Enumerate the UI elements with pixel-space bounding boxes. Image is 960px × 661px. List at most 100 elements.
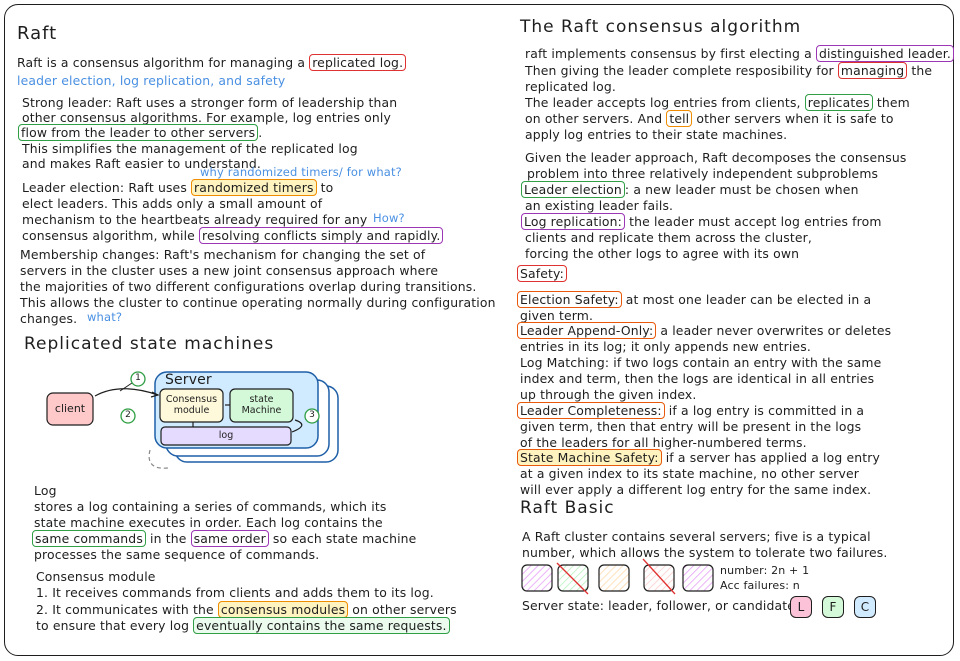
strong-leader-line1: Strong leader: Raft uses a stronger form…	[22, 95, 398, 110]
highlight-randomized-timers: randomized timers	[191, 179, 317, 196]
strong-leader-line5: and makes Raft easier to understand.	[22, 156, 261, 171]
log-matching-line1: Log Matching: if two logs contain an ent…	[520, 355, 882, 370]
leader-completeness-line3: of the leaders for all higher-numbered t…	[520, 435, 807, 450]
log-line2: state machine executes in order. Each lo…	[34, 515, 383, 530]
step-1-circle	[130, 371, 146, 387]
highlight-election-safety: Election Safety:	[517, 291, 622, 308]
log-box	[160, 426, 292, 446]
raft-subtitle: leader election, log replication, and sa…	[17, 73, 286, 88]
badge-leader: L	[790, 596, 812, 618]
log-matching-line3: up through the given index.	[520, 387, 697, 402]
highlight-leader-append-only: Leader Append-Only:	[517, 322, 657, 339]
step-3-label: 3	[309, 410, 315, 420]
p2-log-replication: Log replication: the leader must accept …	[521, 213, 882, 230]
highlight-leader-completeness: Leader Completeness:	[517, 402, 665, 419]
highlight-replicated-log: replicated log.	[309, 54, 407, 71]
link-badge-1	[119, 382, 133, 392]
basic-line1: A Raft cluster contains several servers;…	[522, 529, 871, 544]
question-how: How?	[373, 211, 405, 225]
p1-line1: raft implements consensus by first elect…	[525, 45, 954, 62]
safety-heading: Safety:	[517, 265, 567, 282]
formula-failures: Acc failures: n	[720, 579, 800, 592]
client-label: client	[54, 402, 86, 415]
highlight-distinguished-leader: distinguished leader.	[815, 45, 954, 62]
section-title-replicated-state-machines: Replicated state machines	[24, 334, 275, 354]
highlight-replicates: replicates	[804, 94, 873, 111]
server-square-3	[598, 564, 630, 592]
highlight-tell: tell	[666, 110, 693, 127]
leader-election-line3: mechanism to the heartbeats already requ…	[22, 212, 368, 227]
server-square-1	[521, 564, 553, 592]
server-label: Server	[165, 372, 212, 388]
log-line1: stores a log containing a series of comm…	[34, 499, 387, 514]
p2-leader-election: Leader election: a new leader must be ch…	[521, 181, 859, 198]
highlight-log-replication: Log replication:	[521, 213, 625, 230]
highlight-same-commands: same commands	[32, 530, 146, 547]
highlight-resolving-conflicts: resolving conflicts simply and rapidly.	[199, 227, 444, 244]
highlight-safety: Safety:	[517, 265, 567, 282]
p1-line6: apply log entries to their state machine…	[525, 127, 788, 142]
membership-line5: changes.	[20, 311, 78, 326]
formula-number: number: 2n + 1	[720, 564, 810, 577]
consensus-module-box	[159, 388, 224, 423]
log-line4: processes the same sequence of commands.	[34, 547, 320, 562]
highlight-consensus-modules: consensus modules	[217, 601, 349, 618]
highlight-flow-from-leader: flow from the leader to other servers	[18, 124, 259, 141]
log-heading: Log	[34, 483, 57, 498]
step-1-label: 1	[135, 373, 141, 383]
consensus-heading: Consensus module	[36, 569, 156, 584]
leader-completeness-line1: Leader Completeness: if a log entry is c…	[517, 402, 864, 419]
strong-leader-line4: This simplifies the management of the re…	[22, 141, 358, 156]
p2-log-replication-line3: forcing the other logs to agree with its…	[525, 246, 800, 261]
arrow-head-1	[150, 391, 160, 398]
failure-strike-2	[642, 558, 676, 595]
p2-log-replication-line2: clients and replicate them across the cl…	[525, 230, 812, 245]
membership-line3: the majorities of two different configur…	[20, 279, 477, 294]
p2-line1: Given the leader approach, Raft decompos…	[525, 150, 907, 165]
consensus-line2: 2. It communicates with the consensus mo…	[36, 601, 457, 618]
failure-strike-1	[556, 562, 589, 595]
state-machine-safety-line2: at a given index to its state machine, n…	[520, 466, 859, 481]
badge-candidate: C	[854, 596, 876, 618]
p1-line3: replicated log.	[525, 79, 616, 94]
leader-append-only-line1: Leader Append-Only: a leader never overw…	[517, 322, 891, 339]
basic-line2: number, which allows the system to toler…	[522, 545, 888, 560]
section-title-consensus-algorithm: The Raft consensus algorithm	[520, 17, 802, 37]
step-3-circle	[304, 408, 320, 424]
badge-follower: F	[822, 596, 844, 618]
highlight-leader-election: Leader election	[521, 181, 625, 198]
highlight-managing: managing	[837, 62, 908, 79]
question-what: what?	[87, 310, 123, 324]
highlight-same-order: same order	[190, 530, 269, 547]
highlight-state-machine-safety: State Machine Safety:	[517, 449, 662, 466]
step-2-label: 2	[125, 410, 131, 420]
p2-line2: problem into three relatively independen…	[527, 166, 879, 181]
consensus-line1: 1. It receives commands from clients and…	[36, 585, 434, 600]
client-box	[46, 392, 94, 426]
intro-text: Raft is a consensus algorithm for managi…	[17, 55, 310, 70]
membership-line1: Membership changes: Raft's mechanism for…	[20, 247, 426, 262]
leader-election-line4: consensus algorithm, while resolving con…	[22, 227, 444, 244]
log-line3: same commands in the same order so each …	[32, 530, 416, 547]
leader-completeness-line2: given term, then that entry will be pres…	[520, 419, 862, 434]
p1-line4: The leader accepts log entries from clie…	[525, 94, 910, 111]
section-title-raft-basic: Raft Basic	[520, 498, 615, 518]
log-matching-line2: index and term, then the logs are identi…	[520, 371, 875, 386]
raft-intro-line: Raft is a consensus algorithm for managi…	[17, 54, 407, 71]
strong-leader-line3: flow from the leader to other servers.	[18, 124, 262, 141]
arrow-dashed-return	[148, 449, 169, 469]
highlight-eventually-same-requests: eventually contains the same requests.	[193, 617, 450, 634]
arrow-log-to-state	[291, 419, 303, 433]
leader-election-line2: elect leaders. This adds only a small am…	[22, 196, 323, 211]
server-square-5	[682, 564, 714, 592]
canvas-frame	[4, 4, 954, 656]
p1-line2: Then giving the leader complete resposib…	[525, 62, 933, 79]
membership-line4: This allows the cluster to continue oper…	[20, 295, 496, 310]
strong-leader-line2: other consensus algorithms. For example,…	[22, 110, 391, 125]
leader-election-line1: Leader election: Raft uses randomized ti…	[22, 179, 334, 196]
leader-append-only-line2: entries in its log; it only appends new …	[520, 339, 811, 354]
log-label: log	[218, 430, 234, 441]
